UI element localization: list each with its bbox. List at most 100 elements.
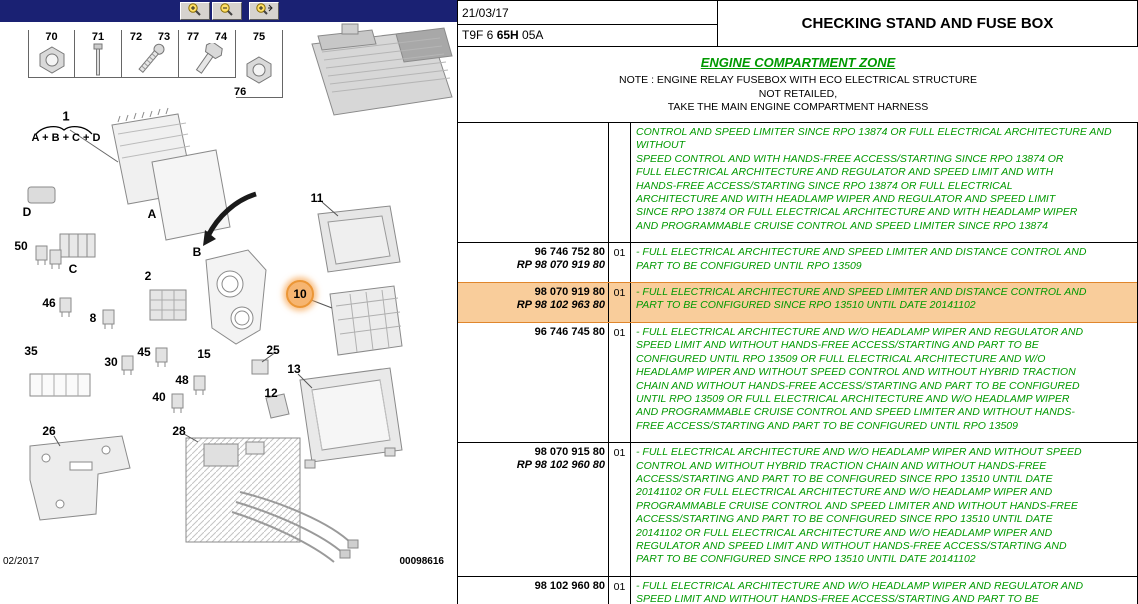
fastener-number-77[interactable]: 77 — [186, 31, 200, 43]
figure-number: 00098616 — [399, 556, 445, 567]
legend-cell: 77 74 — [179, 30, 236, 78]
legend-cell-labels: 75 — [236, 30, 282, 43]
catalog-code-suffix: 05A — [518, 28, 544, 42]
callout-26[interactable]: 26 — [42, 424, 56, 438]
legend-cell: 70 — [28, 30, 75, 78]
callout-48[interactable]: 48 — [175, 373, 189, 387]
fastener-number-70[interactable]: 70 — [45, 31, 58, 43]
callout-40[interactable]: 40 — [152, 390, 166, 404]
callout-A: A — [147, 207, 157, 221]
zoom-out-button[interactable] — [212, 2, 242, 20]
quantity-cell: 01 — [609, 322, 631, 443]
part-number: 98 070 919 80 — [534, 286, 605, 299]
parts-diagram-art — [27, 23, 453, 563]
parts-table: CONTROL AND SPEED LIMITER SINCE RPO 1387… — [458, 122, 1138, 604]
fastener-legend: 70 71 72 73 77 74 75 — [28, 30, 283, 98]
catalog-code-prefix: T9F 6 — [462, 28, 497, 42]
callout-2[interactable]: 2 — [144, 269, 152, 283]
callout-35[interactable]: 35 — [24, 344, 38, 358]
callout-12[interactable]: 12 — [264, 386, 278, 400]
quantity-cell: 01 — [609, 243, 631, 283]
page-title: CHECKING STAND AND FUSE BOX — [801, 15, 1054, 32]
callout-50[interactable]: 50 — [14, 239, 28, 253]
diagram-toolbar — [0, 0, 457, 22]
table-row[interactable]: 96 746 745 80 01- FULL ELECTRICAL ARCHITE… — [458, 322, 1137, 444]
callout-D: D — [22, 205, 32, 219]
callout-10[interactable]: 10 — [286, 280, 314, 308]
nut-icon — [236, 43, 282, 97]
zone-title: ENGINE COMPARTMENT ZONE — [700, 55, 896, 70]
diagram-date: 02/2017 — [3, 556, 40, 567]
part-description: - FULL ELECTRICAL ARCHITECTURE AND W/O H… — [636, 446, 1082, 566]
zoom-in-icon — [186, 2, 204, 21]
replacement-part-number: RP 98 070 919 80 — [516, 259, 605, 272]
legend-cell-labels: 72 73 — [122, 30, 178, 43]
diagram-area: 70 71 72 73 77 74 75 76 1 A + B + C + D — [0, 0, 458, 604]
fastener-number-72[interactable]: 72 — [129, 31, 143, 43]
zoom-out-icon — [218, 2, 236, 21]
part-description: - FULL ELECTRICAL ARCHITECTURE AND W/O H… — [636, 325, 1084, 432]
catalog-code: T9F 6 65H 05A — [458, 25, 717, 46]
part-description: CONTROL AND SPEED LIMITER SINCE RPO 1387… — [636, 126, 1112, 232]
fastener-number-75[interactable]: 75 — [252, 31, 266, 43]
callout-30[interactable]: 30 — [104, 355, 118, 369]
legend-cell-labels: 71 — [75, 30, 121, 43]
table-row[interactable]: CONTROL AND SPEED LIMITER SINCE RPO 1387… — [458, 123, 1137, 244]
part-description: - FULL ELECTRICAL ARCHITECTURE AND SPEED… — [636, 286, 1087, 312]
group-brace — [34, 122, 94, 140]
nut-icon — [29, 43, 74, 77]
legend-cell: 75 — [236, 30, 283, 98]
note-block: NOTE : ENGINE RELAY FUSEBOX WITH ECO ELE… — [458, 74, 1138, 115]
info-panel: 21/03/17 T9F 6 65H 05A CHECKING STAND AN… — [458, 0, 1138, 604]
replacement-part-number: RP 98 102 960 80 — [516, 459, 605, 472]
callout-8[interactable]: 8 — [89, 311, 97, 325]
part-ref-cell — [458, 123, 609, 243]
quantity-cell: 01 — [609, 443, 631, 576]
legend-cell-labels: 70 — [29, 30, 74, 43]
callout-11[interactable]: 11 — [310, 191, 324, 205]
legend-cell: 72 73 — [122, 30, 179, 78]
note-line: TAKE THE MAIN ENGINE COMPARTMENT HARNESS — [667, 101, 929, 113]
bolt-icon — [179, 43, 235, 77]
fastener-number-74[interactable]: 74 — [214, 31, 228, 43]
page-header: 21/03/17 T9F 6 65H 05A CHECKING STAND AN… — [458, 0, 1138, 47]
part-number: 96 746 752 80 — [534, 246, 605, 259]
part-description: - FULL ELECTRICAL ARCHITECTURE AND W/O H… — [636, 579, 1084, 604]
quantity-cell — [609, 123, 631, 243]
callout-C: C — [68, 262, 78, 276]
header-meta: 21/03/17 T9F 6 65H 05A — [458, 1, 718, 46]
legend-cell-labels: 77 74 — [179, 30, 235, 43]
part-ref-cell: 98 102 960 80 — [458, 576, 609, 604]
zoom-fit-button[interactable] — [249, 2, 279, 20]
callout-13[interactable]: 13 — [287, 362, 301, 376]
note-line: NOTE : ENGINE RELAY FUSEBOX WITH ECO ELE… — [618, 74, 978, 86]
group-formula: A + B + C + D — [31, 132, 101, 144]
zoom-button-group — [180, 2, 279, 20]
fastener-number-73[interactable]: 73 — [157, 31, 171, 43]
callout-46[interactable]: 46 — [42, 296, 56, 310]
callout-45[interactable]: 45 — [137, 345, 151, 359]
part-description: - FULL ELECTRICAL ARCHITECTURE AND SPEED… — [636, 246, 1087, 272]
part-ref-cell: 96 746 745 80 — [458, 322, 609, 443]
callout-15[interactable]: 15 — [197, 347, 211, 361]
part-number: 96 746 745 80 — [534, 325, 605, 338]
callout-25[interactable]: 25 — [266, 343, 280, 357]
part-number: 98 070 915 80 — [534, 446, 605, 459]
quantity-cell: 01 — [609, 576, 631, 604]
callout-28[interactable]: 28 — [172, 424, 186, 438]
callout-1[interactable]: 1 — [62, 108, 70, 124]
screw-icon — [122, 43, 178, 77]
zoom-fit-icon — [254, 2, 274, 21]
fastener-number-76[interactable]: 76 — [234, 86, 247, 98]
legend-cell: 71 — [75, 30, 122, 78]
note-line: NOT RETAILED, — [758, 87, 838, 100]
fastener-number-71[interactable]: 71 — [91, 31, 105, 43]
zoom-in-button[interactable] — [180, 2, 210, 20]
